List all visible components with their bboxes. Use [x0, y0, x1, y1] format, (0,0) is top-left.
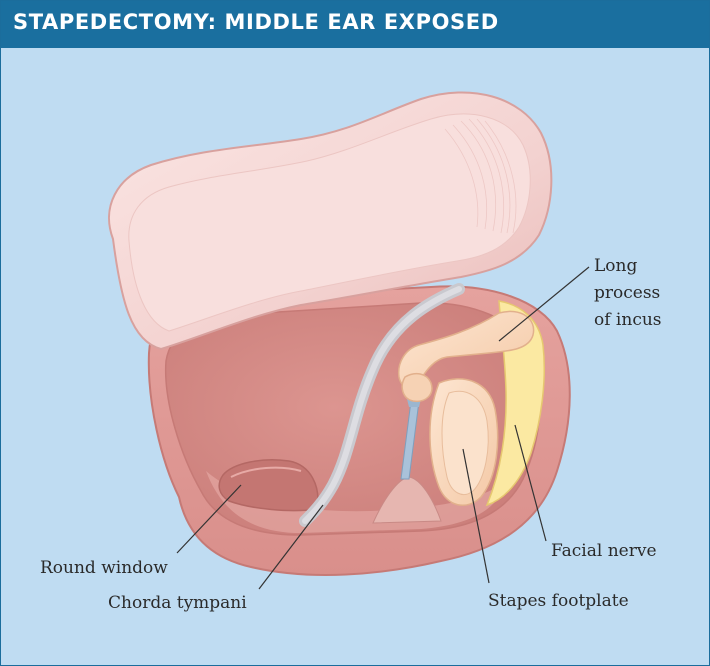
label-long-process-of-incus: Long process of incus [594, 253, 662, 334]
label-long-line-1: Long [594, 253, 662, 280]
stapes-head [402, 374, 432, 402]
label-long-line-3: of incus [594, 307, 662, 334]
label-chorda-tympani: Chorda tympani [108, 590, 247, 617]
label-long-line-2: process [594, 280, 662, 307]
label-stapes-footplate: Stapes footplate [488, 588, 629, 615]
label-facial-nerve: Facial nerve [551, 538, 657, 565]
label-round-window: Round window [40, 555, 168, 582]
